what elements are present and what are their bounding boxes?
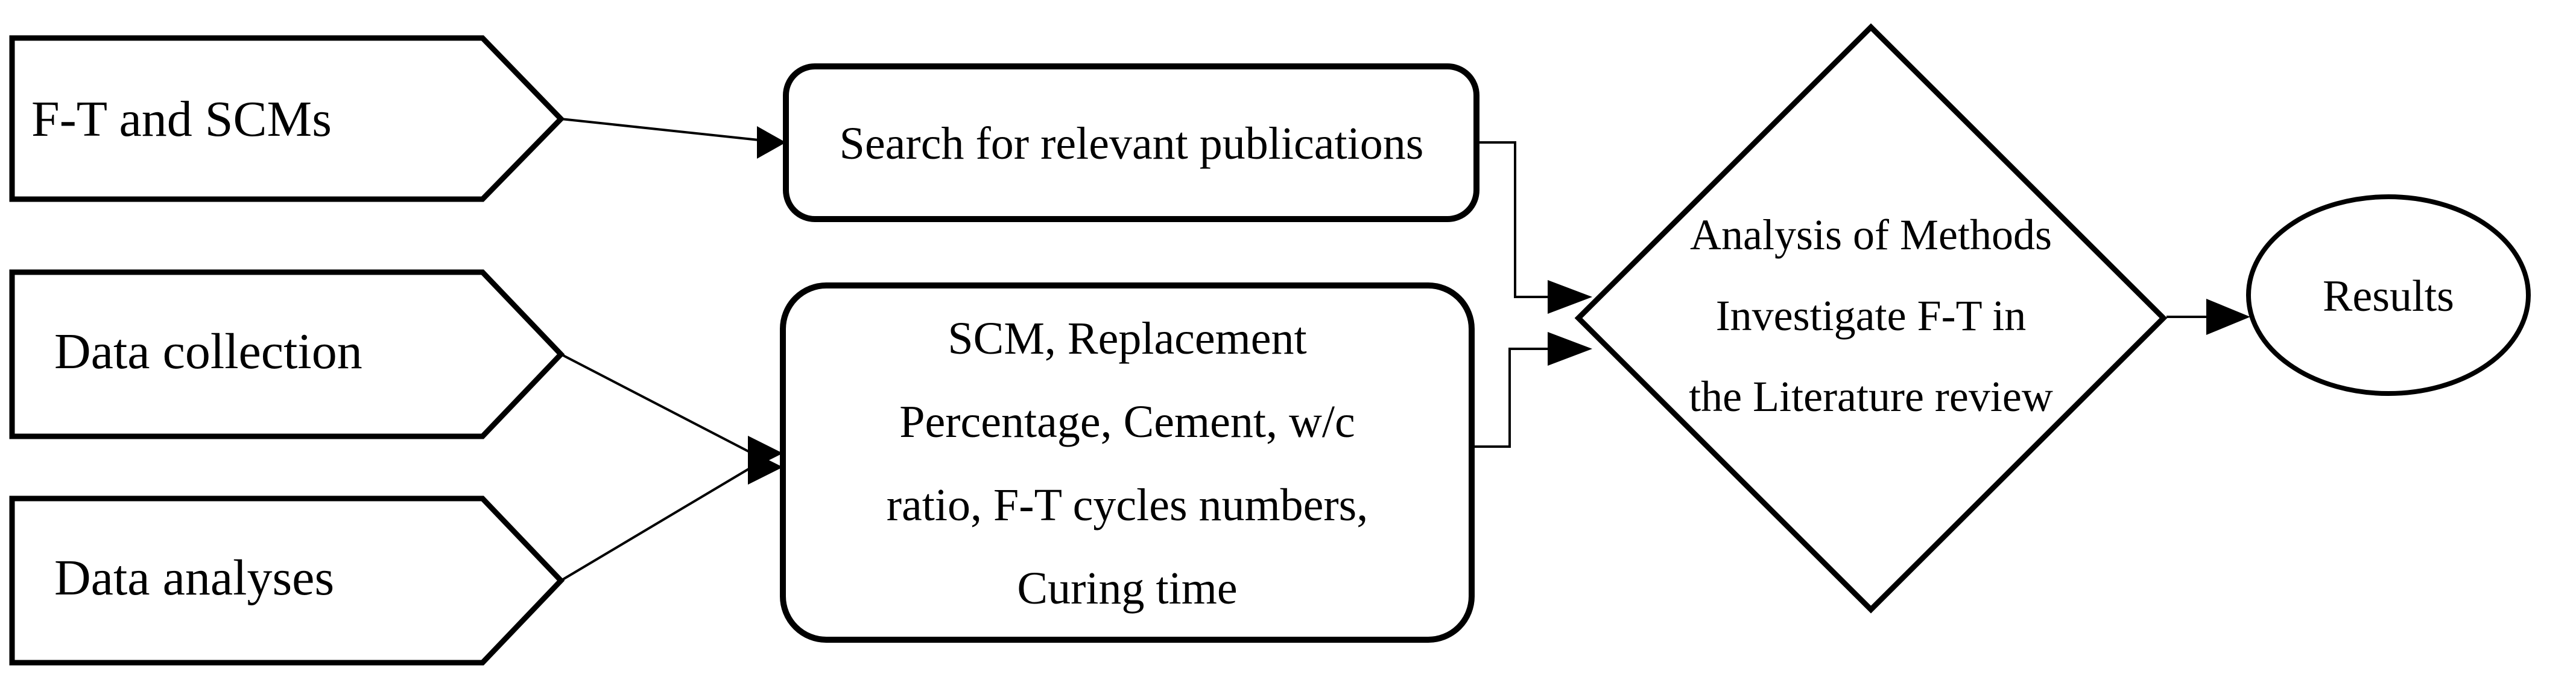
arrowhead-icon [748,450,783,485]
arrow-decision-to-results [2166,299,2250,335]
arrowhead-icon [1548,280,1592,314]
process-search-publications-label: Search for relevant publications [840,118,1424,169]
pentagon-ft-and-scms: F-T and SCMs [9,35,565,202]
process-search-publications: Search for relevant publications [783,63,1479,222]
terminator-shape [2246,194,2531,396]
pentagon-shape [9,35,565,202]
pentagon-data-analyses-label: Data analyses [54,550,334,606]
process-box-shape [780,282,1475,643]
pentagon-data-collection: Data collection [9,269,565,439]
process-parameters-line-1: SCM, Replacement [948,313,1306,364]
process-parameters-line-2: Percentage, Cement, w/c [899,397,1355,447]
process-parameters: SCM, Replacement Percentage, Cement, w/c… [780,282,1475,643]
pentagon-ft-and-scms-label: F-T and SCMs [31,91,332,147]
arrowhead-icon [1548,332,1592,366]
results-label: Results [2323,272,2454,321]
pentagon-data-analyses: Data analyses [9,495,565,666]
process-parameters-line-3: ratio, F-T cycles numbers, [887,480,1369,530]
arrowhead-icon [757,126,786,159]
arrow-data-analyses-to-parameters [560,450,783,582]
pentagon-shape [9,269,565,439]
decision-line-3: the Literature review [1689,372,2053,421]
decision-diamond: Analysis of Methods Investigate F-T in t… [1574,23,2168,614]
pentagon-data-collection-label: Data collection [54,323,362,380]
arrowhead-icon [2206,299,2250,335]
decision-line-1: Analysis of Methods [1690,211,2052,259]
process-parameters-line-4: Curing time [1017,563,1237,614]
decision-shape [1574,23,2168,614]
pentagon-shape [9,495,565,666]
results-ellipse: Results [2246,194,2531,396]
arrow-search-to-decision [1476,141,1592,314]
arrow-parameters-to-decision [1472,332,1592,448]
decision-line-2: Investigate F-T in [1716,292,2027,340]
arrow-ft-to-search [560,118,786,159]
